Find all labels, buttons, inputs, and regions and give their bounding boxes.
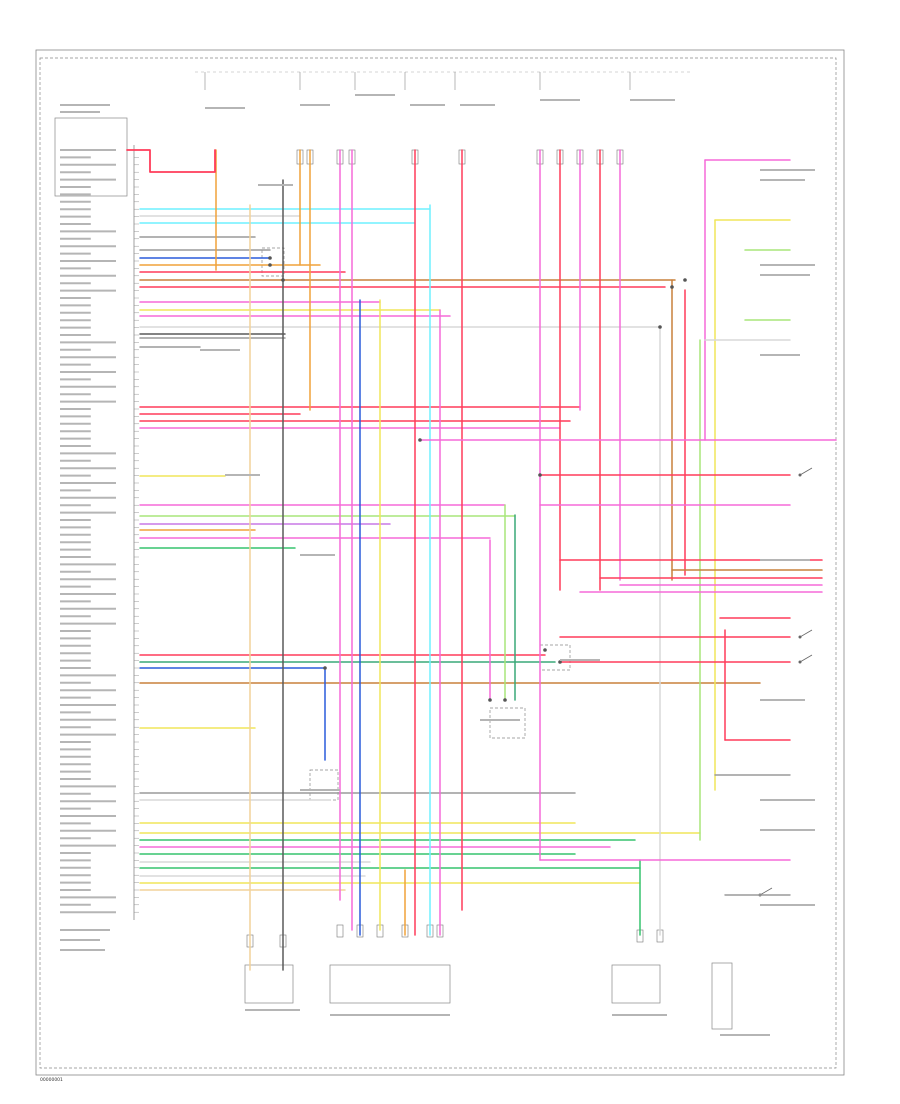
powertrain-sensor-box	[329, 964, 451, 1004]
splice-10	[323, 666, 327, 670]
switch-blade-0	[799, 467, 813, 476]
switch-blade-1	[799, 629, 813, 638]
switch-pivot-0	[798, 473, 802, 477]
label-layer	[60, 94, 815, 1036]
splice-2	[281, 278, 285, 282]
footer-label: 00000001	[40, 1077, 63, 1083]
fuse-block-box	[54, 117, 128, 197]
splice-11	[488, 698, 492, 702]
splice-0	[268, 256, 272, 260]
diagram-frame	[35, 49, 845, 1076]
splice-7	[543, 648, 547, 652]
splice-1	[268, 263, 272, 267]
trans-range-switch-box	[261, 247, 285, 277]
splice-4	[670, 285, 674, 289]
switch-pivot-2	[798, 660, 802, 664]
splice-9	[418, 438, 422, 442]
brake-switch-box	[489, 707, 526, 739]
trans-input-speed-sensor-box	[244, 964, 294, 1004]
splice-5	[683, 278, 687, 282]
splice-8	[538, 473, 542, 477]
inner-frame	[39, 57, 837, 1069]
splice-6	[558, 660, 562, 664]
wire-fuse-feed	[126, 149, 216, 173]
junction-layer	[268, 256, 687, 702]
sensor-cavity-0	[336, 924, 344, 938]
vss-box	[309, 769, 339, 801]
switch-blade-3	[759, 887, 773, 896]
fuel-tank-sensor-box	[611, 964, 661, 1004]
splice-3	[658, 325, 662, 329]
switch-pivot-1	[798, 635, 802, 639]
splice-12	[503, 698, 507, 702]
switch-blade-2	[799, 654, 813, 663]
wire-layer	[126, 149, 837, 971]
fuel-level-sensor-box	[711, 962, 733, 1030]
